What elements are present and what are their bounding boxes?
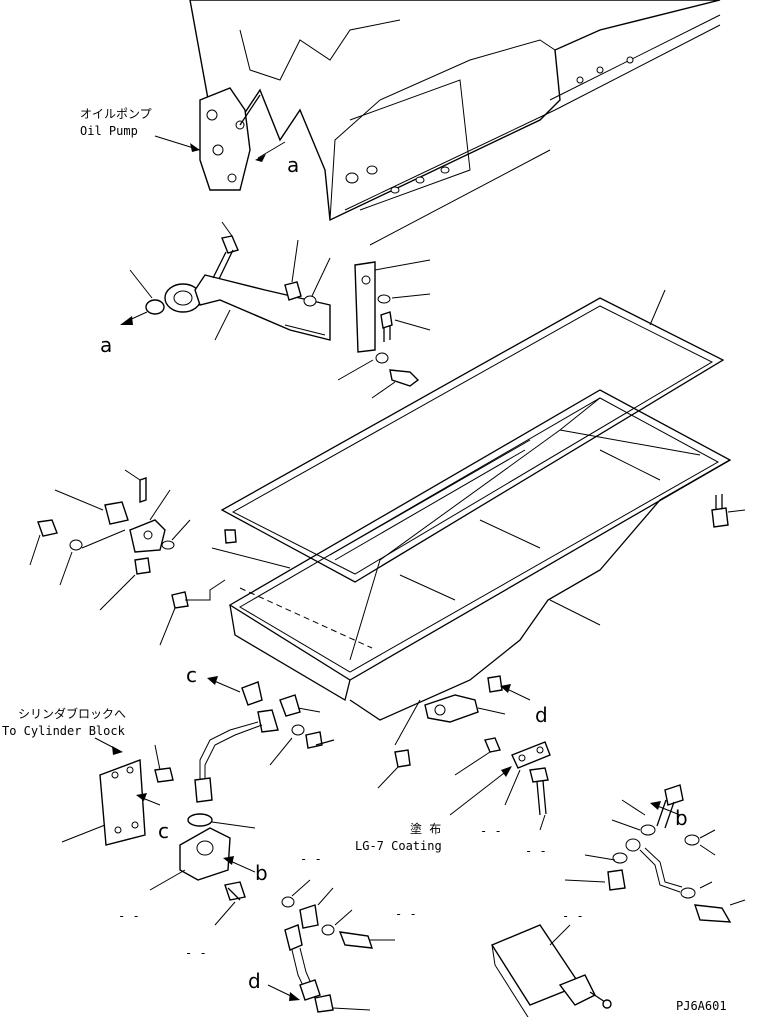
ref-a-left: a bbox=[100, 333, 112, 357]
dash-placeholder-5: - - bbox=[562, 909, 584, 923]
coating-label-en: LG-7 Coating bbox=[355, 839, 442, 853]
dash-placeholder-7: - - bbox=[525, 844, 547, 858]
coating-plate bbox=[504, 741, 551, 831]
oil-pump bbox=[199, 87, 261, 191]
to-cylinder-label-jp: シリンダブロックへ bbox=[18, 706, 126, 721]
bottom-fittings bbox=[281, 879, 395, 1013]
block-bolt-holes bbox=[345, 56, 634, 194]
pipe-bracket bbox=[337, 149, 551, 399]
ref-d-right: d bbox=[535, 703, 548, 727]
suction-gasket bbox=[145, 299, 165, 315]
right-pipe-assembly bbox=[564, 784, 746, 923]
dash-placeholder-2: - - bbox=[118, 909, 140, 923]
center-bracket bbox=[377, 675, 506, 789]
engine-block bbox=[189, 0, 721, 222]
coating-label-jp: 塗 布 bbox=[410, 821, 441, 836]
ref-b-right: b bbox=[675, 806, 688, 830]
drawing-code: PJ6A601 bbox=[676, 999, 727, 1013]
oil-pump-label-en: Oil Pump bbox=[80, 124, 138, 138]
filter-housing bbox=[149, 813, 256, 891]
pan-side-bolt bbox=[711, 494, 746, 528]
dash-placeholder-1: - - bbox=[300, 852, 322, 866]
drain-assembly bbox=[29, 469, 291, 646]
pipe-bolt bbox=[212, 221, 239, 280]
ref-b-left: b bbox=[255, 861, 268, 885]
dash-placeholder-3: - - bbox=[185, 946, 207, 960]
oil-pump-label-jp: オイルポンプ bbox=[80, 107, 152, 121]
cylinder-plate bbox=[61, 759, 146, 846]
ref-d-bottom: d bbox=[248, 969, 261, 993]
ref-a-top: a bbox=[287, 153, 299, 177]
dash-placeholder-6: - - bbox=[480, 824, 502, 838]
oil-pan bbox=[228, 389, 732, 721]
suction-pipe bbox=[164, 274, 331, 341]
sensor-assembly bbox=[154, 681, 335, 803]
nut-and-washer bbox=[284, 239, 331, 307]
dash-placeholder-4: - - bbox=[395, 907, 417, 921]
oil-pan-gasket bbox=[220, 289, 725, 583]
housing-bolt bbox=[214, 881, 246, 926]
ref-c-lower: c bbox=[158, 819, 169, 843]
service-tool bbox=[490, 924, 612, 1017]
ref-c-upper: c bbox=[186, 663, 197, 687]
to-cylinder-label-en: To Cylinder Block bbox=[2, 724, 126, 738]
